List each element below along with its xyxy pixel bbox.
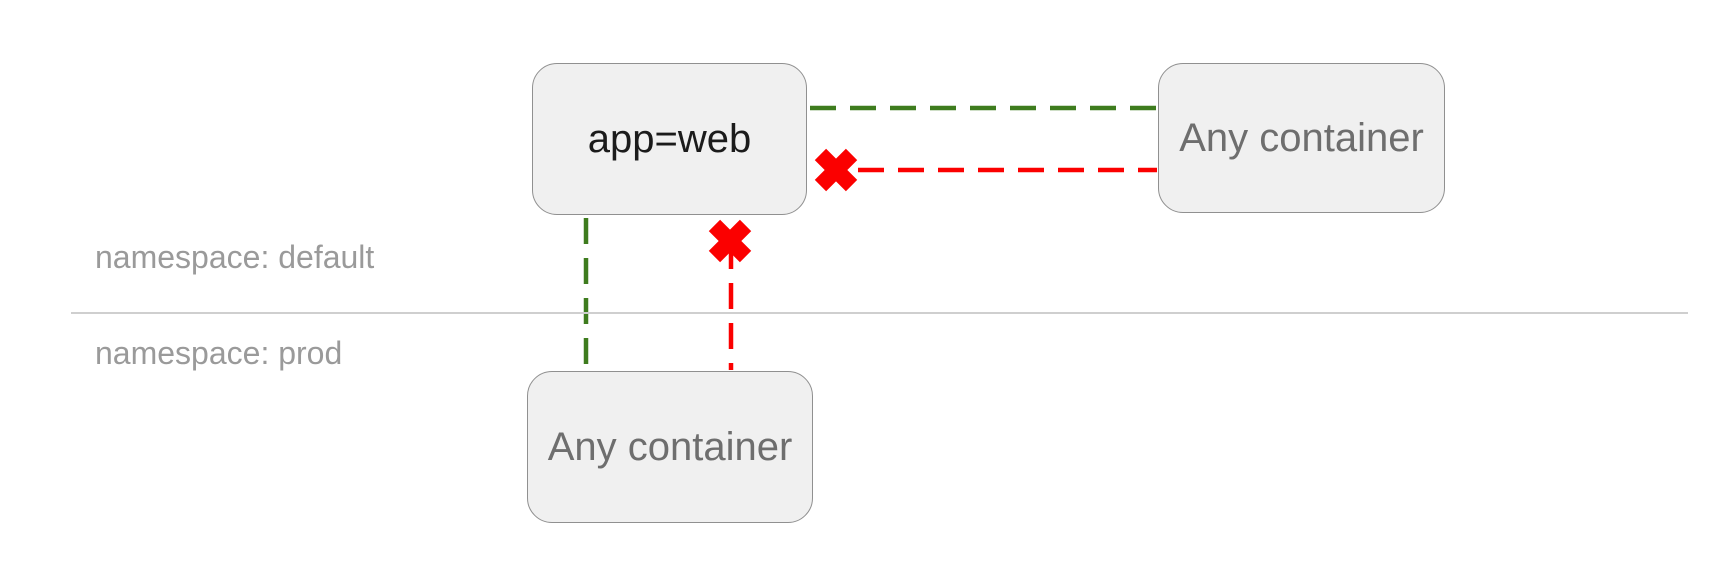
- node-any-container-default: Any container: [1158, 63, 1445, 213]
- node-any-container-prod-label: Any container: [547, 425, 793, 469]
- node-app-web-label: app=web: [587, 117, 752, 161]
- namespace-prod-label: namespace: prod: [95, 335, 343, 371]
- node-any-container-prod: Any container: [527, 371, 813, 523]
- node-any-container-default-label: Any container: [1179, 116, 1424, 160]
- namespace-default-label: namespace: default: [95, 239, 375, 275]
- blocked-cross-icon: [814, 148, 858, 192]
- blocked-cross-icon: [708, 219, 752, 263]
- node-app-web: app=web: [532, 63, 807, 215]
- namespace-divider: [71, 312, 1688, 314]
